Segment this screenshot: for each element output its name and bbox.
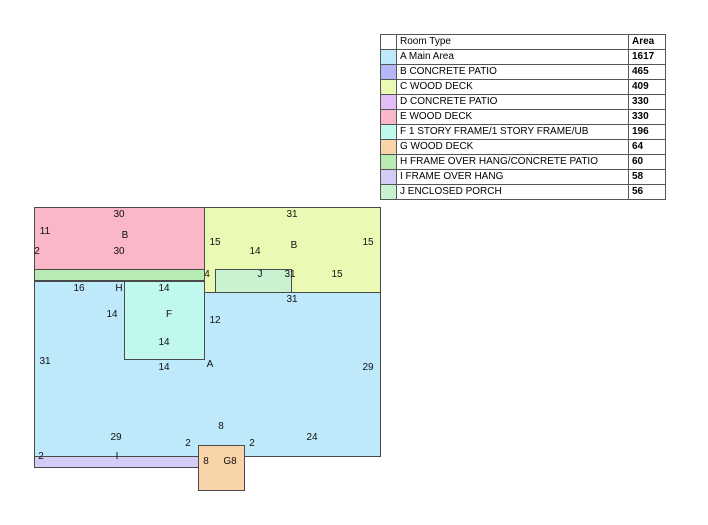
legend-room-type: D CONCRETE PATIO xyxy=(396,94,629,110)
legend-room-type: J ENCLOSED PORCH xyxy=(396,184,629,200)
legend-color-swatch xyxy=(380,154,397,170)
legend-area-value: 330 xyxy=(628,94,666,110)
dimension-label: 15 xyxy=(362,237,374,248)
legend-room-type: C WOOD DECK xyxy=(396,79,629,95)
dimension-label: 14 xyxy=(106,309,118,320)
dimension-label: 31 xyxy=(284,269,296,280)
room-a-main-area xyxy=(34,281,381,457)
dimension-label: 31 xyxy=(286,209,298,220)
dimension-label: 8 xyxy=(218,421,224,432)
room-letter-label: F xyxy=(165,309,173,320)
legend-room-type: B CONCRETE PATIO xyxy=(396,64,629,80)
legend-area-value: 58 xyxy=(628,169,666,185)
dimension-label: 29 xyxy=(362,362,374,373)
legend-color-swatch xyxy=(380,169,397,185)
room-letter-label: J xyxy=(257,269,263,280)
legend-color-swatch xyxy=(380,124,397,140)
room-letter-label: H xyxy=(115,283,123,294)
dimension-label: 2 xyxy=(185,438,191,449)
dimension-label: 14 xyxy=(158,337,170,348)
dimension-label: 2 xyxy=(38,451,44,462)
dimension-label: 2 xyxy=(34,246,40,257)
room-j-enclosed-porch xyxy=(215,269,292,293)
legend-room-type: E WOOD DECK xyxy=(396,109,629,125)
dimension-label: 31 xyxy=(286,294,298,305)
legend-area-value: 60 xyxy=(628,154,666,170)
dimension-label: 8 xyxy=(203,456,209,467)
dimension-label: 15 xyxy=(209,237,221,248)
legend-room-type: A Main Area xyxy=(396,49,629,65)
legend-area-value: 64 xyxy=(628,139,666,155)
legend-color-swatch xyxy=(380,109,397,125)
legend-area-value: 1617 xyxy=(628,49,666,65)
dimension-label: 14 xyxy=(158,283,170,294)
dimension-label: 14 xyxy=(249,246,261,257)
legend-color-swatch xyxy=(380,94,397,110)
room-f-1-story-frame xyxy=(124,281,205,360)
dimension-label: 4 xyxy=(204,269,210,280)
legend-color-swatch xyxy=(380,49,397,65)
legend-area-header: Area xyxy=(628,34,666,50)
dimension-label: 16 xyxy=(73,283,85,294)
legend-color-swatch xyxy=(380,79,397,95)
room-letter-label: A xyxy=(206,359,214,370)
legend-room-type: F 1 STORY FRAME/1 STORY FRAME/UB xyxy=(396,124,629,140)
legend-color-swatch xyxy=(380,139,397,155)
dimension-label: 12 xyxy=(209,315,221,326)
dimension-label: 15 xyxy=(331,269,343,280)
room-g-wood-deck xyxy=(198,445,245,491)
dimension-label: 2 xyxy=(249,438,255,449)
room-letter-label: I xyxy=(115,451,119,462)
legend-area-value: 196 xyxy=(628,124,666,140)
legend-swatch-header xyxy=(380,34,397,50)
legend-area-value: 465 xyxy=(628,64,666,80)
legend-room-type: G WOOD DECK xyxy=(396,139,629,155)
dimension-label: 30 xyxy=(113,246,125,257)
room-letter-label: B xyxy=(121,230,129,241)
dimension-label: 31 xyxy=(39,356,51,367)
dimension-label: 24 xyxy=(306,432,318,443)
room-letter-label: G8 xyxy=(223,456,237,467)
legend-room-type: I FRAME OVER HANG xyxy=(396,169,629,185)
dimension-label: 14 xyxy=(158,362,170,373)
dimension-label: 30 xyxy=(113,209,125,220)
legend-color-swatch xyxy=(380,64,397,80)
legend-room-type: H FRAME OVER HANG/CONCRETE PATIO xyxy=(396,154,629,170)
room-h-frame-over-hang xyxy=(34,269,205,281)
legend-room-type-header: Room Type xyxy=(396,34,629,50)
legend-color-swatch xyxy=(380,184,397,200)
legend-area-value: 330 xyxy=(628,109,666,125)
legend-area-value: 56 xyxy=(628,184,666,200)
room-letter-label: B xyxy=(290,240,298,251)
dimension-label: 11 xyxy=(39,226,51,237)
legend-header-row: Room Type Area xyxy=(380,34,666,50)
dimension-label: 29 xyxy=(110,432,122,443)
legend-area-value: 409 xyxy=(628,79,666,95)
